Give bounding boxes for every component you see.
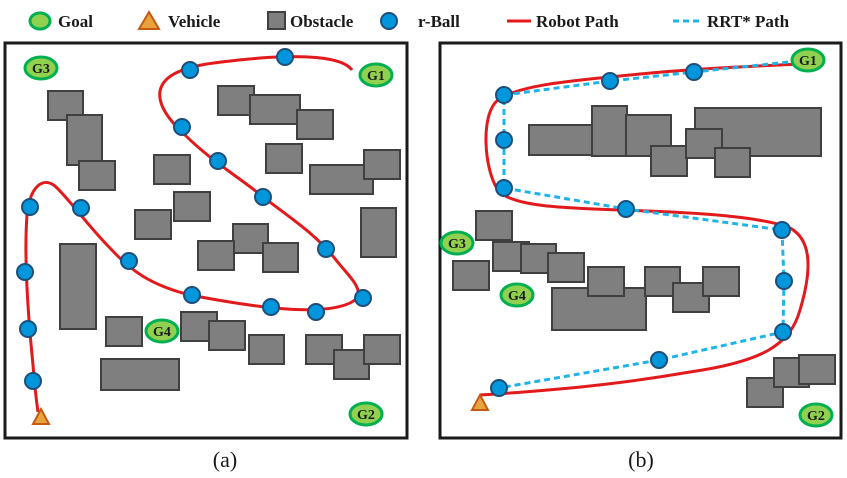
obstacle — [100, 358, 180, 391]
legend: Goal Vehicle Obstacle r-Ball Robot Path … — [28, 10, 790, 31]
panel-b-goal-g1: G1 — [790, 47, 826, 73]
r-ball — [209, 152, 227, 170]
r-ball — [173, 118, 191, 136]
r-ball — [774, 323, 792, 341]
obstacle — [105, 316, 143, 347]
obstacle — [363, 149, 401, 180]
obstacle — [360, 207, 397, 258]
panel-b-goal-g3: G3 — [439, 230, 475, 256]
r-ball — [24, 372, 42, 390]
obstacle — [208, 320, 246, 351]
legend-obstacle-icon — [267, 11, 286, 30]
obstacle — [248, 334, 285, 365]
r-ball — [490, 379, 508, 397]
obstacle — [591, 105, 628, 157]
goal-label: G4 — [153, 325, 171, 340]
goal-label: G2 — [807, 409, 825, 424]
obstacle — [249, 94, 301, 125]
panel-b: G1 G2 G3 G4 (b) — [438, 41, 843, 472]
obstacle — [475, 210, 513, 241]
r-ball — [601, 72, 619, 90]
obstacle — [59, 243, 97, 330]
goal-label: G1 — [799, 54, 817, 69]
goal-label: G4 — [508, 289, 526, 304]
r-ball — [495, 179, 513, 197]
obstacle — [173, 191, 211, 222]
panel-a-goal-g1: G1 — [358, 62, 394, 88]
r-ball — [21, 198, 39, 216]
r-ball — [16, 263, 34, 281]
r-ball — [181, 61, 199, 79]
r-ball — [773, 221, 791, 239]
obstacle — [197, 240, 235, 271]
r-ball — [183, 286, 201, 304]
panel-a-goal-g2: G2 — [348, 401, 384, 427]
panel-b-caption: (b) — [628, 447, 654, 472]
panel-a: G1 G2 G3 G4 (a) — [3, 41, 409, 472]
panel-b-vehicle — [470, 392, 490, 411]
panel-a-rballs — [16, 48, 372, 390]
legend-vehicle-label: Vehicle — [168, 12, 221, 31]
r-ball — [72, 199, 90, 217]
legend-rball-icon — [380, 12, 398, 30]
obstacle — [528, 124, 598, 156]
panel-a-goal-g4: G4 — [144, 318, 180, 344]
panel-a-caption: (a) — [213, 447, 237, 472]
obstacle — [452, 260, 490, 291]
panel-a-obstacles — [47, 85, 401, 391]
panel-a-goal-g3: G3 — [23, 55, 59, 81]
r-ball — [276, 48, 294, 66]
panel-b-rballs — [490, 63, 793, 397]
obstacle — [547, 252, 585, 283]
obstacle — [644, 266, 681, 297]
legend-vehicle-icon — [137, 10, 161, 30]
obstacle — [134, 209, 172, 240]
panel-b-goal-g4: G4 — [499, 282, 535, 308]
goal-label: G1 — [367, 69, 385, 84]
panel-b-obstacles — [452, 105, 836, 408]
obstacle — [650, 145, 688, 177]
obstacle — [66, 114, 103, 166]
obstacle — [296, 109, 334, 140]
obstacle — [262, 242, 299, 273]
obstacle — [78, 160, 116, 191]
obstacle — [587, 266, 625, 297]
goal-label: G3 — [448, 237, 466, 252]
panel-a-vehicle — [31, 406, 51, 425]
legend-rrt-path-label: RRT* Path — [707, 12, 790, 31]
r-ball — [317, 240, 335, 258]
legend-goal-icon — [28, 11, 52, 31]
obstacle — [265, 143, 303, 174]
r-ball — [262, 298, 280, 316]
obstacle — [702, 266, 740, 297]
r-ball — [254, 188, 272, 206]
r-ball — [775, 272, 793, 290]
obstacle — [153, 154, 191, 185]
obstacle — [714, 147, 751, 178]
panel-b-rrt-path — [498, 58, 809, 390]
r-ball — [650, 351, 668, 369]
r-ball — [685, 63, 703, 81]
panel-b-goal-g2: G2 — [798, 402, 834, 428]
r-ball — [617, 200, 635, 218]
goal-label: G2 — [357, 408, 375, 423]
r-ball — [354, 289, 372, 307]
legend-obstacle-label: Obstacle — [290, 12, 354, 31]
obstacle — [798, 354, 836, 385]
obstacle — [309, 164, 374, 195]
legend-rball-label: r-Ball — [418, 12, 460, 31]
goal-label: G3 — [32, 62, 50, 77]
r-ball — [495, 131, 513, 149]
obstacle — [363, 334, 401, 365]
r-ball — [495, 86, 513, 104]
legend-goal-label: Goal — [58, 12, 93, 31]
obstacle — [217, 85, 255, 116]
r-ball — [120, 252, 138, 270]
legend-robot-path-label: Robot Path — [536, 12, 619, 31]
r-ball — [307, 303, 325, 321]
r-ball — [19, 320, 37, 338]
